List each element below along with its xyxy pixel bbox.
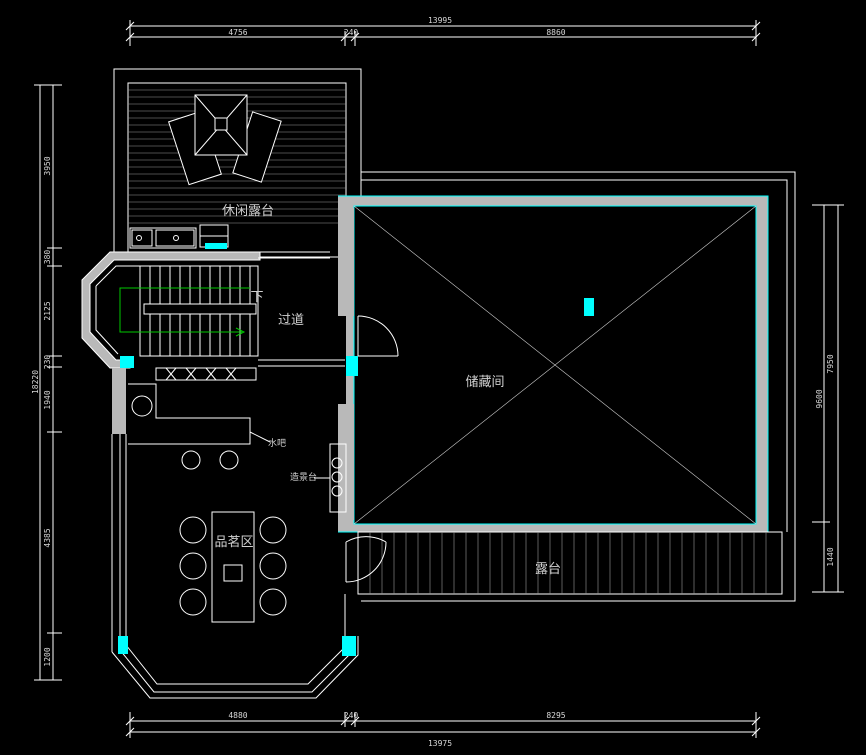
dim-bottom-total: 13975: [428, 739, 452, 748]
room-label-leisure-terrace: 休闲露台: [222, 204, 274, 219]
dim-left-total: 18220: [31, 370, 40, 394]
dim-left-s5: 1940: [43, 390, 52, 409]
dim-top-a: 4756: [228, 28, 247, 37]
top-dimension-lines: [125, 20, 761, 46]
label-bar: 水吧: [268, 437, 286, 449]
leisure-terrace: [113, 68, 362, 258]
room-label-corridor: 过道: [278, 313, 304, 328]
tea-chairs: [179, 516, 287, 616]
tea-area: [111, 431, 359, 699]
dim-left-s2: 380: [43, 250, 52, 265]
corridor-walls: [112, 356, 345, 445]
bar-stool: [181, 450, 201, 470]
dim-top-total: 13995: [428, 16, 452, 25]
column: [346, 356, 358, 376]
dim-right-s1: 7950: [826, 354, 835, 373]
dim-right-total: 9600: [815, 389, 824, 408]
room-label-terrace: 露台: [535, 562, 561, 577]
room-label-storage: 储藏间: [465, 375, 504, 390]
counter: [129, 227, 197, 249]
column: [120, 356, 134, 368]
staircase-bay: [81, 251, 330, 369]
right-dimension-lines: [812, 204, 844, 593]
dim-bottom-a: 4880: [228, 711, 247, 720]
terrace-boards: [369, 532, 767, 594]
dim-bottom-c: 8295: [546, 711, 565, 720]
deck-boards: [128, 89, 346, 224]
dim-left-s4: 230: [43, 355, 52, 370]
dim-left-s1: 3950: [43, 156, 52, 175]
column: [584, 298, 594, 316]
left-dimension-lines: [34, 84, 62, 681]
outer-envelope: [344, 69, 796, 637]
dim-top-b: 240: [344, 28, 359, 37]
dim-right-s2: 1440: [826, 547, 835, 566]
dim-left-s6: 4385: [43, 528, 52, 547]
dimension-labels: 13995 4756 240 8860 4880 240 8295 13975 …: [31, 16, 835, 748]
dim-bottom-b: 240: [344, 711, 359, 720]
room-labels: 休闲露台 过道 储藏间 露台 品茗区 下 水吧 造景台: [214, 204, 561, 577]
stair-arrow: [119, 287, 250, 333]
dim-top-c: 8860: [546, 28, 565, 37]
dim-left-s7: 1200: [43, 647, 52, 666]
pergola-lounge: [168, 94, 282, 186]
stair-down-label: 下: [250, 290, 263, 305]
tea-table: [211, 511, 255, 623]
storage-room: [338, 195, 769, 533]
column: [205, 243, 227, 249]
column: [342, 636, 356, 656]
stair-treads: [143, 266, 257, 356]
bottom-dimension-lines: [125, 712, 761, 738]
label-landscape-platform: 造景台: [290, 471, 317, 483]
dim-left-s3: 2125: [43, 301, 52, 320]
column: [118, 636, 128, 654]
room-label-tea-area: 品茗区: [214, 535, 253, 550]
bar-stool: [219, 450, 239, 470]
